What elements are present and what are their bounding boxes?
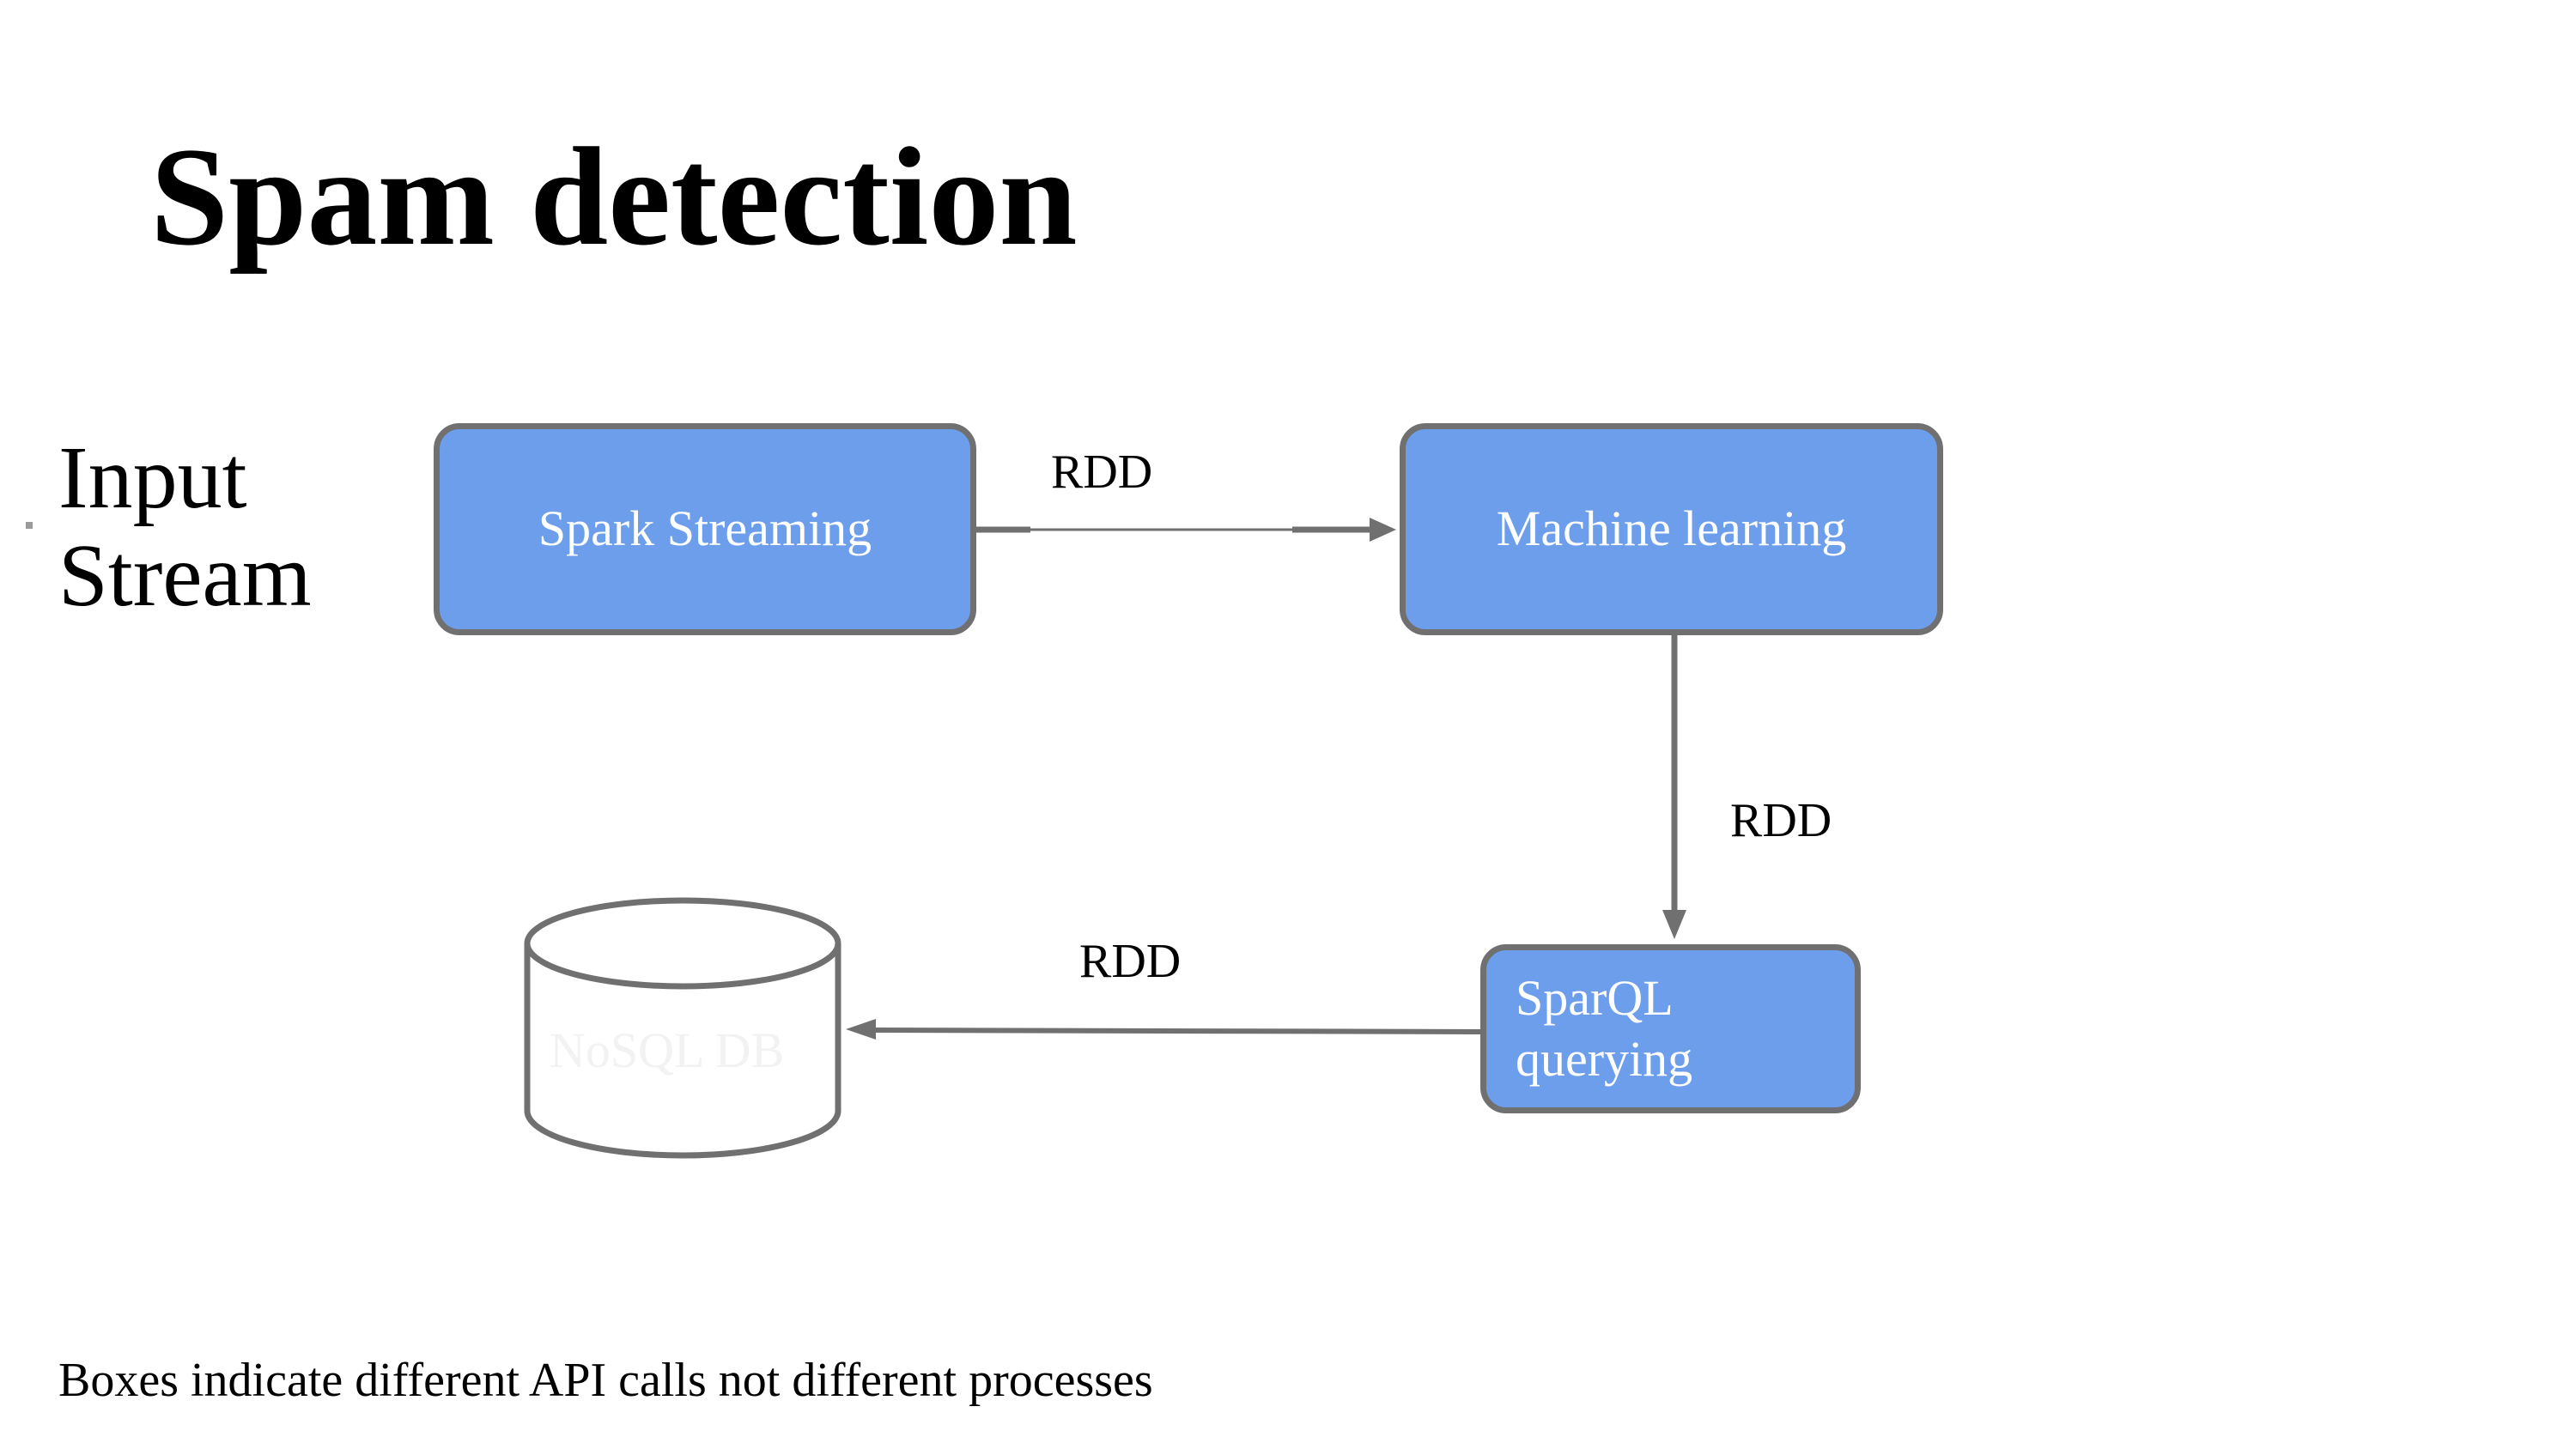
arrowhead-icon bbox=[1662, 910, 1686, 939]
node-nosql-db-label: NoSQL DB bbox=[550, 1022, 785, 1078]
footnote: Boxes indicate different API calls not d… bbox=[58, 1354, 1153, 1407]
node-spark-streaming: Spark Streaming bbox=[434, 423, 976, 635]
input-bullet-dot bbox=[26, 522, 33, 529]
arrowhead-icon bbox=[1370, 518, 1396, 542]
edge-label-rdd: RDD bbox=[1079, 935, 1182, 988]
database-cylinder-icon bbox=[524, 897, 841, 1159]
arrowhead-icon bbox=[846, 1019, 876, 1040]
edge-ml-to-sparql bbox=[1662, 635, 1686, 939]
node-machine-learning-label: Machine learning bbox=[1496, 500, 1847, 557]
slide-title: Spam detection bbox=[150, 119, 1078, 275]
node-sparql-querying-label: SparQL querying bbox=[1516, 969, 1693, 1087]
edge-sparql-to-db bbox=[846, 1019, 1481, 1040]
node-machine-learning: Machine learning bbox=[1400, 423, 1943, 635]
node-sparql-querying: SparQL querying bbox=[1480, 944, 1861, 1113]
node-spark-streaming-label: Spark Streaming bbox=[538, 500, 872, 557]
edge-label-rdd: RDD bbox=[1051, 446, 1153, 499]
edge-spark-to-ml bbox=[976, 518, 1396, 542]
edge-label-rdd: RDD bbox=[1730, 794, 1832, 847]
input-stream-label: Input Stream bbox=[58, 428, 312, 625]
